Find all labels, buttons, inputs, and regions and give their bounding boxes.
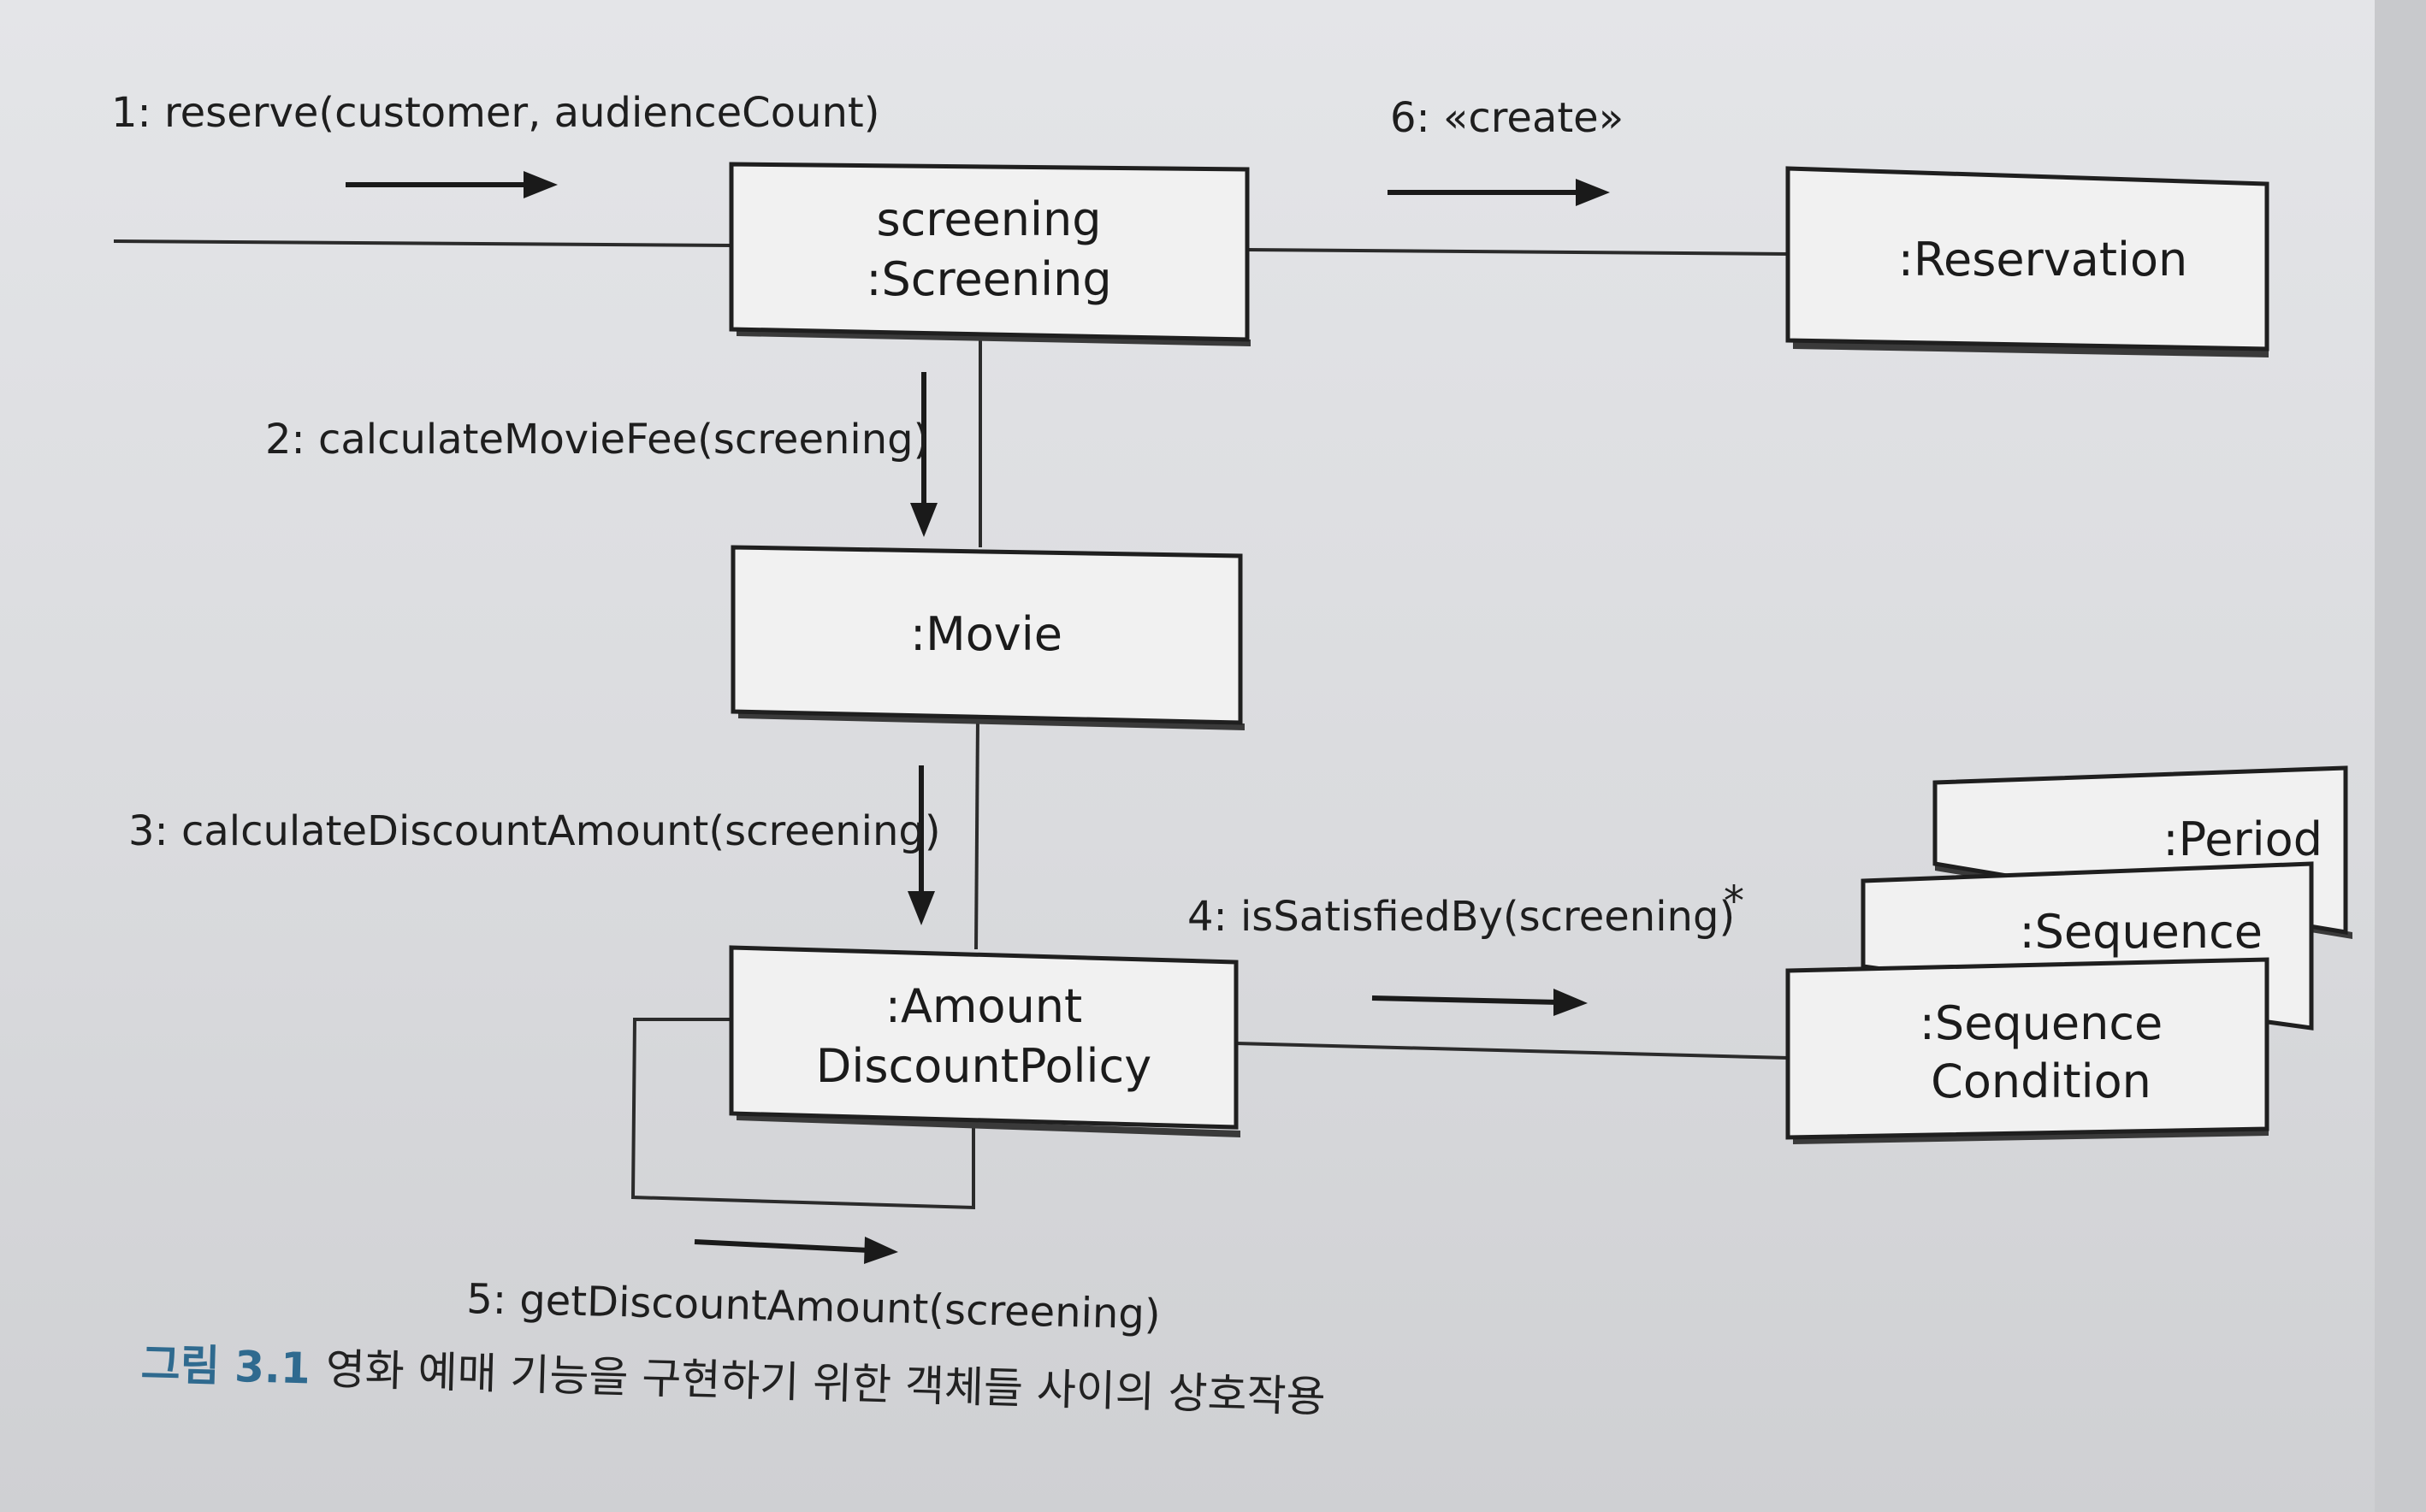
self-link-policy — [630, 1018, 975, 1210]
movie-object-label: :Movie — [910, 607, 1062, 661]
message-3-label: 3: calculateDiscountAmount(screening) — [128, 807, 941, 855]
message-1-label: 1: reserve(customer, audienceCount) — [111, 89, 879, 137]
arrow-2-down — [910, 372, 938, 537]
arrow-1-right — [346, 171, 558, 198]
sequence-condition-object: :Sequence Condition — [1785, 957, 2269, 1144]
link-screening-reservation — [1246, 248, 1789, 256]
message-2-label: 2: calculateMovieFee(screening) — [265, 416, 929, 464]
amount-discount-policy-object: :Amount DiscountPolicy — [729, 945, 1240, 1137]
message-6-label: 6: «create» — [1390, 94, 1624, 142]
period-object-label: :Period — [2163, 812, 2322, 866]
link-movie-policy — [974, 718, 979, 950]
amount-discount-policy-line1: :Amount — [885, 979, 1082, 1033]
movie-object: :Movie — [731, 545, 1245, 730]
figure-caption-label: 그림 3.1 — [140, 1339, 311, 1394]
message-4-multiplicity: * — [1724, 877, 1744, 925]
reservation-object: :Reservation — [1785, 166, 2269, 357]
arrow-4-right — [1371, 989, 1588, 1016]
sequence-condition-line2: Condition — [1931, 1054, 2151, 1108]
arrow-5-right — [694, 1237, 898, 1264]
link-policy-condition — [1235, 1042, 1789, 1060]
screening-object-name: screening — [876, 192, 1101, 246]
message-4-label: 4: isSatisfiedBy(screening) — [1187, 893, 1735, 941]
sequence-condition-line1: :Sequence — [1920, 996, 2163, 1050]
reservation-object-label: :Reservation — [1898, 233, 2188, 286]
arrow-3-down — [908, 765, 935, 925]
message-5-label: 5: getDiscountAmount(screening) — [466, 1275, 1161, 1338]
screening-object-class: :Screening — [866, 252, 1111, 306]
link-actor-screening — [113, 239, 732, 247]
amount-discount-policy-line2: DiscountPolicy — [816, 1039, 1151, 1093]
screening-object: screening :Screening — [729, 162, 1251, 346]
sequence-object-label: :Sequence — [2019, 905, 2263, 959]
arrow-6-right — [1388, 179, 1610, 206]
